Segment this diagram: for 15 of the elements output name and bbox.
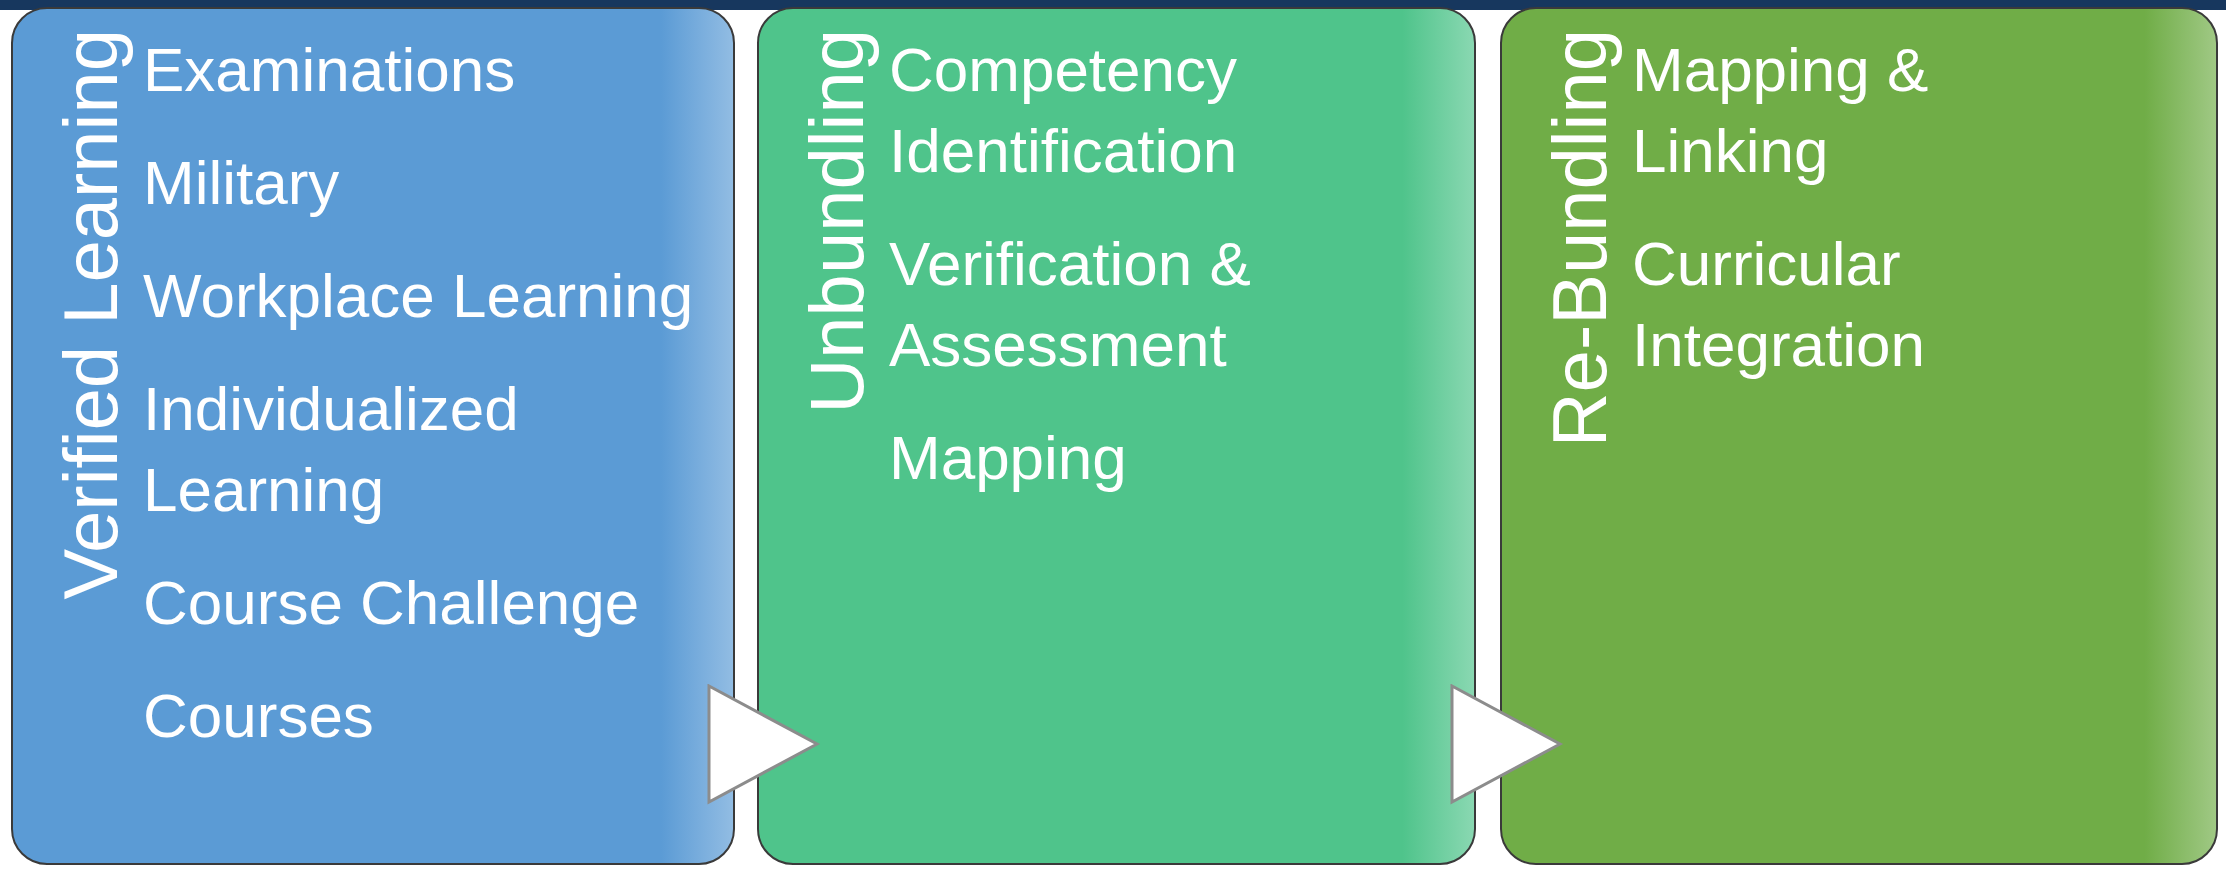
stage-item: Military [143,147,341,219]
stage-item: Examinations [143,34,517,106]
stage-item: Mapping [889,422,1128,494]
stage-item: Course Challenge [143,567,641,639]
stage-item: Verification & Assessment [889,228,1252,381]
stage-panel [1500,7,2218,865]
stage-item: Curricular Integration [1632,228,1926,381]
stage-panel [11,7,735,865]
stage-item: Workplace Learning [143,260,695,332]
stage-item: Mapping & Linking [1632,34,1930,187]
stage-item: Competency Identification [889,34,1239,187]
stage-panel [757,7,1476,865]
stage-item: Courses [143,680,375,752]
chevron-arrow [705,684,819,804]
stage-item: Individualized Learning [143,373,520,526]
